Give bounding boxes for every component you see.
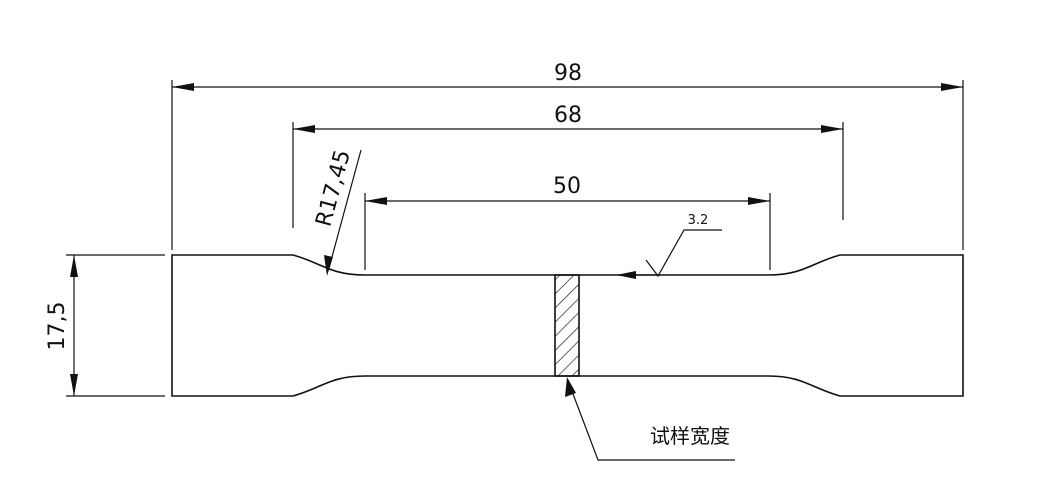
callout-label: 试样宽度 [650,424,730,448]
radius-label: R17,45 [312,147,356,229]
gauge-length-label: 50 [553,174,581,199]
hatched-section [554,274,580,377]
roughness-symbol: 3.2 [616,213,722,279]
width-callout: 试样宽度 [565,377,735,461]
overall-length-label: 98 [554,61,582,86]
dimension-shoulder-length: 68 [292,103,844,228]
width-label: 17,5 [45,302,70,351]
dimension-width: 17,5 [45,254,165,397]
shoulder-length-label: 68 [554,103,582,128]
dimension-gauge-length: 50 [364,174,771,270]
specimen-outline [171,254,964,397]
dimension-overall-length: 98 [171,61,964,250]
dimension-radius: R17,45 [312,147,362,276]
roughness-label: 3.2 [688,213,709,228]
